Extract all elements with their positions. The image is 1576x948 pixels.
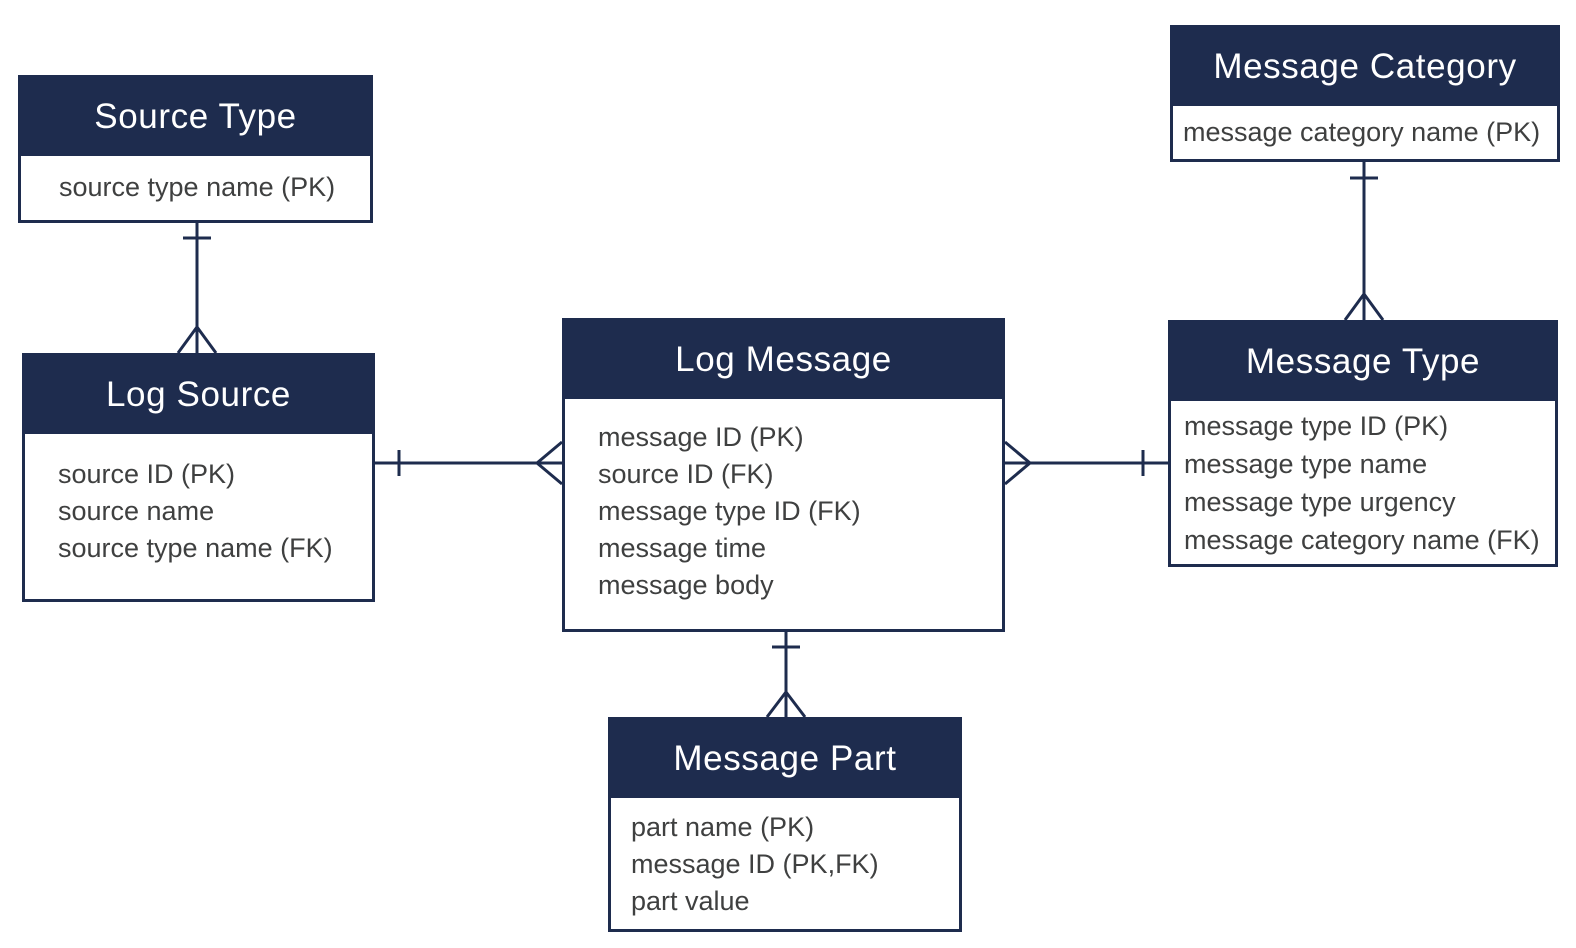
- entity-title: Message Category: [1173, 28, 1557, 106]
- attribute: part value: [631, 886, 750, 916]
- crows-foot-many-icon: [765, 691, 807, 718]
- attribute: source ID (PK): [58, 459, 236, 489]
- crows-foot-many-icon: [1004, 440, 1031, 486]
- entity-attribute-list: message ID (PK) source ID (FK) message t…: [565, 399, 1002, 629]
- entity-attribute-list: part name (PK) message ID (PK,FK) part v…: [611, 798, 959, 929]
- relationship-message-type-log-message: [1004, 440, 1169, 486]
- attribute: source type name (PK): [59, 172, 336, 202]
- entity-message-category[interactable]: Message Category message category name (…: [1170, 25, 1560, 162]
- attribute: source type name (FK): [58, 533, 333, 563]
- relationship-log-message-message-part: [765, 631, 807, 718]
- relationship-message-category-message-type: [1343, 161, 1385, 321]
- entity-message-type[interactable]: Message Type message type ID (PK) messag…: [1168, 320, 1558, 567]
- attribute: message ID (PK,FK): [631, 849, 879, 879]
- entity-attribute-list: message category name (PK): [1173, 106, 1557, 159]
- entity-attribute-list: source ID (PK) source name source type n…: [25, 434, 372, 599]
- entity-title: Log Message: [565, 321, 1002, 399]
- attribute: message category name (PK): [1183, 117, 1541, 147]
- attribute: source name: [58, 496, 215, 526]
- entity-title: Log Source: [25, 356, 372, 434]
- entity-title: Message Part: [611, 720, 959, 798]
- attribute: message type name: [1184, 449, 1428, 479]
- attribute: message type urgency: [1184, 487, 1456, 517]
- relationship-log-source-log-message: [374, 440, 563, 486]
- entity-source-type[interactable]: Source Type source type name (PK): [18, 75, 373, 223]
- entity-log-message[interactable]: Log Message message ID (PK) source ID (F…: [562, 318, 1005, 632]
- attribute: message type ID (FK): [598, 496, 861, 526]
- entity-log-source[interactable]: Log Source source ID (PK) source name so…: [22, 353, 375, 602]
- relationship-source-type-log-source: [176, 221, 218, 354]
- attribute: message body: [598, 570, 774, 600]
- attribute: message category name (FK): [1184, 525, 1540, 555]
- attribute: message ID (PK): [598, 422, 804, 452]
- entity-title: Message Type: [1171, 323, 1555, 401]
- entity-message-part[interactable]: Message Part part name (PK) message ID (…: [608, 717, 962, 932]
- attribute: message time: [598, 533, 767, 563]
- attribute: part name (PK): [631, 812, 815, 842]
- entity-attribute-list: message type ID (PK) message type name m…: [1171, 401, 1555, 564]
- entity-attribute-list: source type name (PK): [21, 156, 370, 220]
- attribute: message type ID (PK): [1184, 411, 1449, 441]
- crows-foot-many-icon: [536, 440, 563, 486]
- entity-title: Source Type: [21, 78, 370, 156]
- crows-foot-many-icon: [1343, 293, 1385, 321]
- attribute: source ID (FK): [598, 459, 774, 489]
- crows-foot-many-icon: [176, 326, 218, 354]
